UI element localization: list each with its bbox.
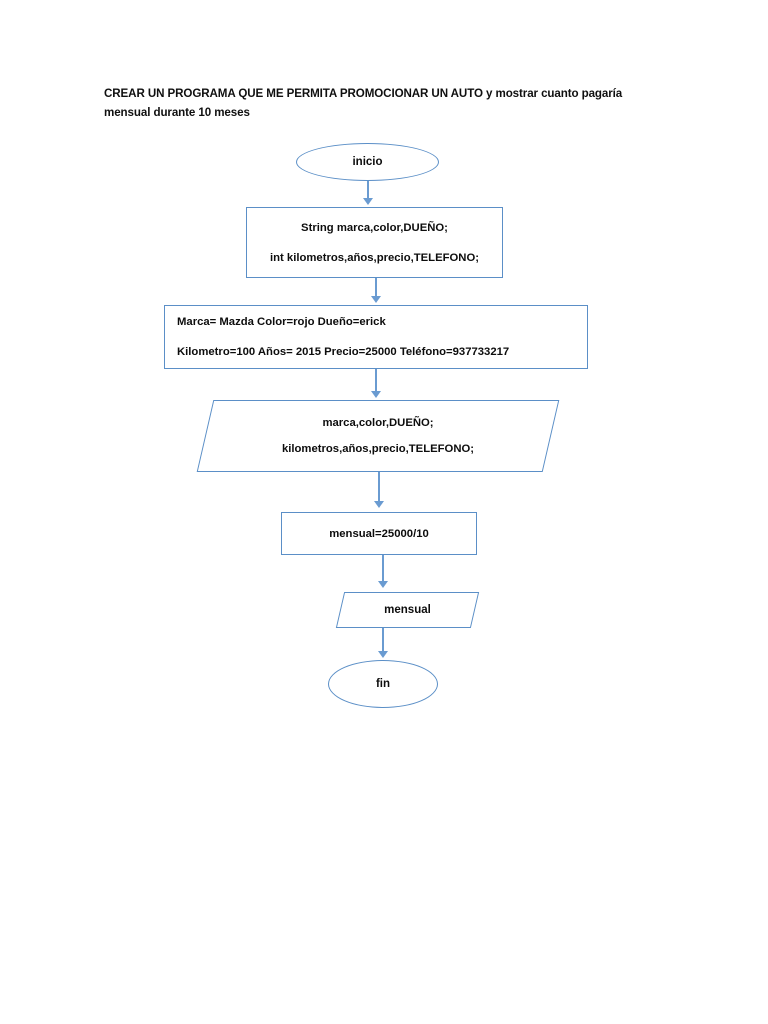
page-title-line-2: mensual durante 10 meses (104, 106, 250, 119)
node-label-declaracion-line-2: int kilometros,años,precio,TELEFONO; (269, 251, 480, 264)
arrowhead-salida-fin (378, 651, 388, 658)
node-label-asignacion-line-1: Marca= Mazda Color=rojo Dueño=erick (177, 316, 386, 328)
node-label-salida: mensual (384, 597, 431, 623)
node-label-calculo: mensual=25000/10 (329, 527, 429, 540)
connector-asignacion-entrada (375, 369, 377, 393)
flowchart-node-calculo: mensual=25000/10 (281, 512, 477, 555)
arrowhead-asignacion-entrada (371, 391, 381, 398)
connector-calculo-salida (382, 555, 384, 583)
arrowhead-calculo-salida (378, 581, 388, 588)
flowchart-node-entrada: marca,color,DUEÑO; kilometros,años,preci… (196, 400, 560, 472)
node-label-entrada-line-1: marca,color,DUEÑO; (322, 417, 434, 429)
node-label-entrada: marca,color,DUEÑO; kilometros,años,preci… (282, 410, 474, 462)
node-label-fin: fin (375, 678, 391, 690)
node-label-declaracion-line-1: String marca,color,DUEÑO; (301, 221, 448, 234)
node-label-salida-line-1: mensual (384, 604, 431, 616)
page-title-line-1: CREAR UN PROGRAMA QUE ME PERMITA PROMOCI… (104, 87, 623, 100)
node-label-inicio: inicio (352, 156, 383, 168)
arrowhead-inicio-declaracion (363, 198, 373, 205)
arrowhead-entrada-calculo (374, 501, 384, 508)
connector-salida-fin (382, 628, 384, 653)
connector-declaracion-asignacion (375, 278, 377, 298)
node-label-asignacion-line-2: Kilometro=100 Años= 2015 Precio=25000 Te… (177, 346, 510, 358)
connector-inicio-declaracion (367, 181, 369, 200)
flowchart-node-fin: fin (328, 660, 438, 708)
flowchart-node-salida: mensual (335, 592, 480, 628)
flowchart-node-declaracion: String marca,color,DUEÑO; int kilometros… (246, 207, 503, 278)
arrowhead-declaracion-asignacion (371, 296, 381, 303)
flowchart-node-inicio: inicio (296, 143, 439, 181)
node-label-entrada-line-2: kilometros,años,precio,TELEFONO; (281, 443, 475, 455)
connector-entrada-calculo (378, 472, 380, 503)
page-title: CREAR UN PROGRAMA QUE ME PERMITA PROMOCI… (104, 84, 674, 122)
flowchart-node-asignacion: Marca= Mazda Color=rojo Dueño=erick Kilo… (164, 305, 588, 369)
